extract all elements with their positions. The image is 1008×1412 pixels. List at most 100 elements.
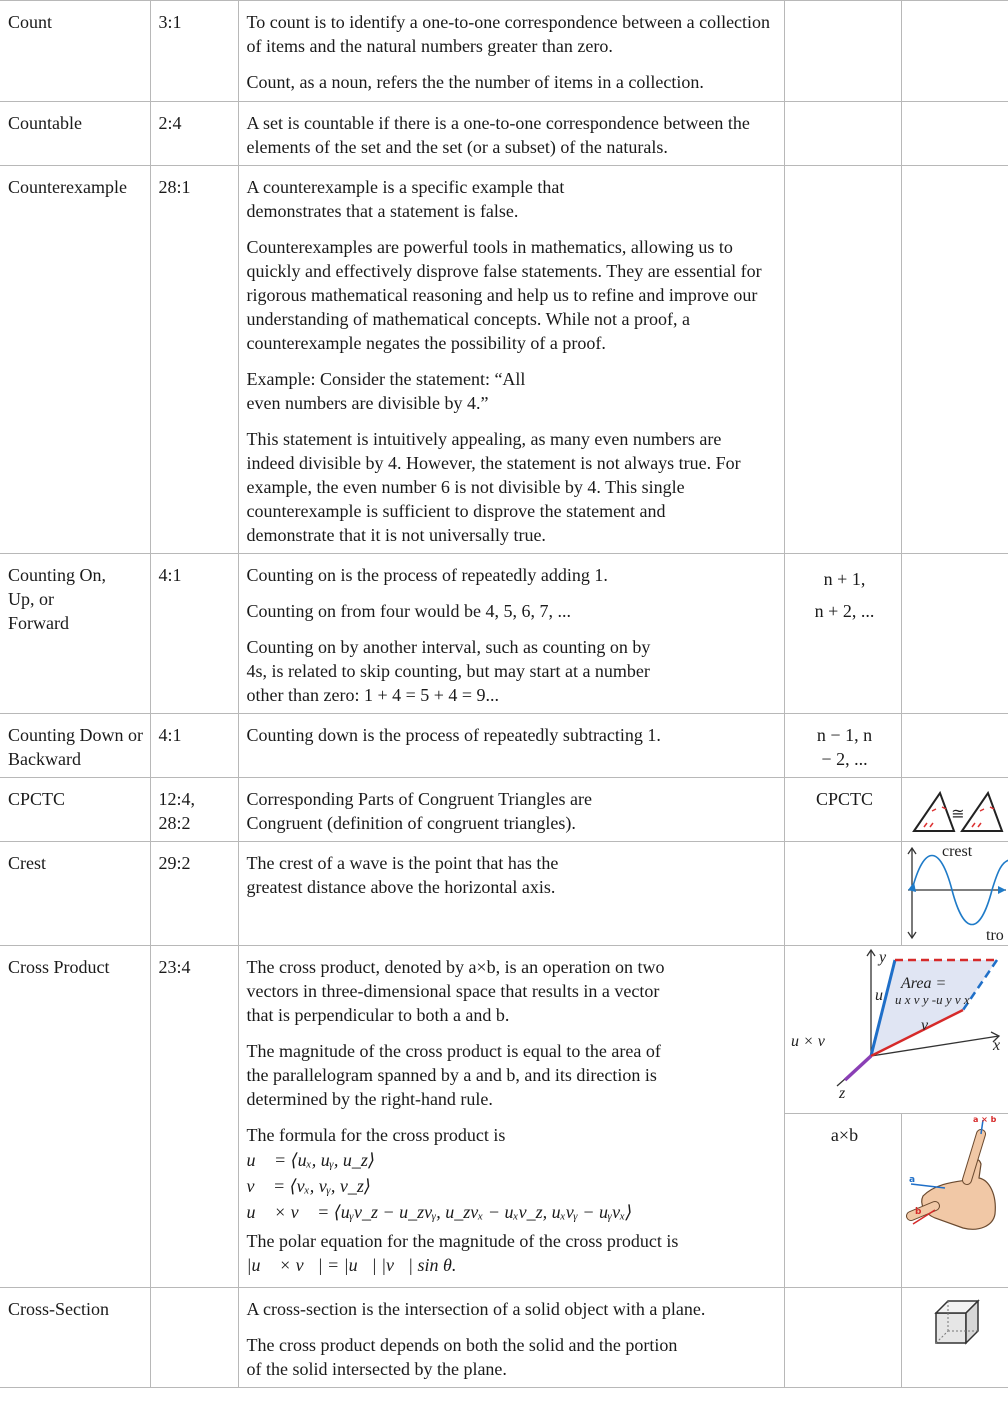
term-cell: Counterexample (0, 165, 151, 554)
table-row: Counting Down or Backward 4:1 Counting d… (0, 713, 1008, 778)
crest-label: crest (942, 843, 973, 860)
axis-x-label: x (992, 1037, 1000, 1054)
definition-text: The cross product, denoted by a×b, is an… (246, 957, 665, 1025)
definition-cell: A cross-section is the intersection of a… (238, 1287, 785, 1388)
figure-cell (901, 165, 1008, 554)
formula-line: u⃗ = ⟨uₓ, uᵧ, u_z⟩ (246, 1150, 375, 1170)
table-row: Counting On, Up, or Forward 4:1 Counting… (0, 553, 1008, 714)
definition-cell: The cross product, denoted by a×b, is an… (238, 945, 785, 1288)
definition-cell: Counting down is the process of repeated… (238, 713, 785, 778)
term-cell: CPCTC (0, 777, 151, 842)
area-label: Area = (900, 975, 946, 992)
formula-line: v⃗ = ⟨vₓ, vᵧ, v_z⟩ (246, 1176, 371, 1196)
note-cell (784, 1287, 902, 1388)
ref-cell: 12:4, 28:2 (150, 777, 239, 842)
table-row: Counterexample 28:1 A counterexample is … (0, 165, 1008, 554)
ref-cell: 29:2 (150, 841, 239, 946)
term-cell: Counting Down or Backward (0, 713, 151, 778)
note-text: n + 1, (823, 569, 866, 589)
definition-text: The magnitude of the cross product is eq… (246, 1041, 661, 1109)
area-formula: u x v y -u y v x (895, 992, 970, 1007)
cube-cross-section-figure (933, 1299, 980, 1345)
note-cell: n − 1, n − 2, ... (784, 713, 902, 778)
definition-text: Counting on by another interval, such as… (246, 637, 651, 705)
definition-text: Corresponding Parts of Congruent Triangl… (246, 789, 592, 833)
cross-product-vectors-figure: y x z u v u × v Area = u x v y -u y v x (791, 948, 1000, 1102)
hand-b-label: b (915, 1207, 922, 1217)
axis-z-label: z (838, 1085, 846, 1102)
vector-figure-cell: y x z u v u × v Area = u x v y -u y v x (784, 945, 1008, 1114)
definition-text: The crest of a wave is the point that ha… (246, 853, 559, 897)
polar-block: The polar equation for the magnitude of … (247, 1229, 780, 1277)
figure-cell: ≅ (901, 777, 1008, 842)
table-row: Crest 29:2 The crest of a wave is the po… (0, 841, 1008, 946)
definition-text: A cross-section is the intersection of a… (246, 1299, 706, 1319)
table-row: a×b a × b a b (0, 1113, 1008, 1288)
figure-cell (901, 1287, 1008, 1388)
ref-cell: 23:4 (150, 945, 239, 1288)
ref-cell: 4:1 (150, 713, 239, 778)
definition-text: Counterexamples are powerful tools in ma… (246, 237, 762, 353)
table-row: Cross-Section A cross-section is the int… (0, 1287, 1008, 1388)
formula-block: The formula for the cross product is u⃗ … (247, 1123, 780, 1225)
ref-cell: 2:4 (150, 101, 239, 166)
note-text: − 2, ... (821, 749, 868, 769)
note-cell (784, 165, 902, 554)
definition-text: Counting on is the process of repeatedly… (246, 565, 608, 585)
term-cell: Count (0, 0, 151, 102)
figure-cell (901, 553, 1008, 714)
right-hand-rule-figure: a × b a b (905, 1115, 996, 1230)
trough-label: tro (986, 927, 1004, 944)
figure-cell (901, 0, 1008, 102)
cross-vector-label: u × v (791, 1033, 826, 1050)
definition-text: To count is to identify a one-to-one cor… (246, 12, 771, 56)
axis-y-label: y (877, 949, 887, 966)
note-text: CPCTC (815, 789, 874, 809)
figure-cell (901, 101, 1008, 166)
term-cell: Crest (0, 841, 151, 946)
note-text: n − 1, n (816, 725, 873, 745)
note-cell (784, 0, 902, 102)
definition-text: Count, as a noun, refers the the number … (246, 72, 704, 92)
note-cell (784, 101, 902, 166)
figure-cell (901, 713, 1008, 778)
definition-text: Counting down is the process of repeated… (246, 725, 661, 745)
note-cell: n + 1, n + 2, ... (784, 553, 902, 714)
formula-intro: The formula for the cross product is (246, 1125, 506, 1145)
term-cell: Cross-Section (0, 1287, 151, 1388)
term-cell: Counting On, Up, or Forward (0, 553, 151, 714)
ref-cell: 3:1 (150, 0, 239, 102)
definition-text: This statement is intuitively appealing,… (246, 429, 741, 545)
congruent-symbol: ≅ (951, 804, 964, 823)
table-row: Count 3:1 To count is to identify a one-… (0, 0, 1008, 102)
ref-cell: 28:1 (150, 165, 239, 554)
term-cell: Cross Product (0, 945, 151, 1288)
note-text: a×b (830, 1125, 859, 1145)
definition-text: A counterexample is a specific example t… (246, 177, 565, 221)
definition-cell: Corresponding Parts of Congruent Triangl… (238, 777, 785, 842)
figure-cell: a × b a b (901, 1113, 1008, 1288)
figure-cell: crest tro (901, 841, 1008, 946)
note-text: n + 2, ... (814, 601, 875, 621)
definition-cell: Counting on is the process of repeatedly… (238, 553, 785, 714)
definition-text: A set is countable if there is a one-to-… (246, 113, 750, 157)
definition-cell: The crest of a wave is the point that ha… (238, 841, 785, 946)
wave-figure: crest tro (906, 843, 1008, 944)
note-cell: a×b (784, 1113, 902, 1288)
note-cell (784, 841, 902, 946)
formula-line: u⃗ × v⃗ = ⟨uᵧv_z − u_zvᵧ, u_zvₓ − uₓv_z,… (246, 1202, 633, 1222)
term-cell: Countable (0, 101, 151, 166)
table-row: CPCTC 12:4, 28:2 Corresponding Parts of … (0, 777, 1008, 842)
polar-formula: |u⃗ × v⃗| = |u⃗| |v⃗| sin θ. (246, 1255, 457, 1275)
definition-text: Counting on from four would be 4, 5, 6, … (246, 601, 571, 621)
vector-v-label: v (921, 1017, 929, 1034)
definition-cell: To count is to identify a one-to-one cor… (238, 0, 785, 102)
table-row: Countable 2:4 A set is countable if ther… (0, 101, 1008, 166)
table-row: Cross Product 23:4 The cross product, de… (0, 945, 1008, 1288)
ref-cell (150, 1287, 239, 1388)
note-cell: CPCTC (784, 777, 902, 842)
ref-cell: 4:1 (150, 553, 239, 714)
polar-intro: The polar equation for the magnitude of … (246, 1231, 679, 1251)
definition-cell: A set is countable if there is a one-to-… (238, 101, 785, 166)
